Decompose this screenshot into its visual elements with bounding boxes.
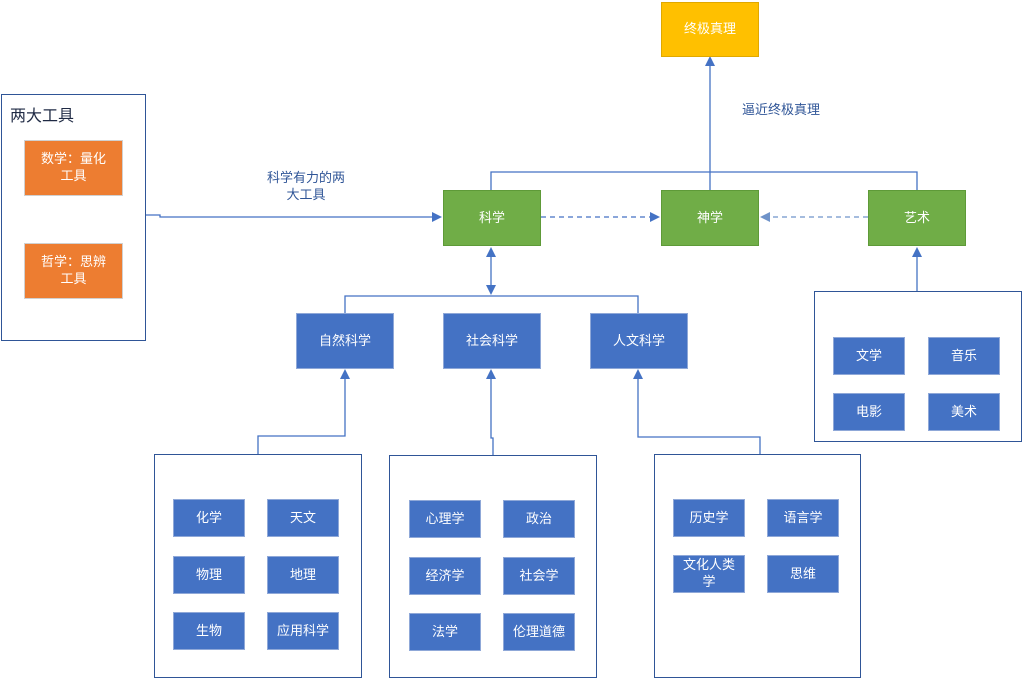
natural-item[interactable]: 物理 [173, 556, 245, 594]
connector-branches [344, 295, 639, 313]
tools-edge-label: 科学有力的两大工具 [266, 171, 345, 203]
natural-item[interactable]: 地理 [267, 556, 339, 594]
natural-item[interactable]: 生物 [173, 612, 245, 650]
natural-science-box[interactable]: 自然科学 [296, 313, 394, 369]
art-box[interactable]: 艺术 [868, 190, 966, 246]
social-item[interactable]: 伦理道德 [503, 613, 575, 651]
humanities-item[interactable]: 文化人类学 [673, 555, 745, 593]
connector-pillars-to-truth [490, 171, 918, 190]
arrow-socialgroup-to-social [486, 369, 496, 455]
social-item[interactable]: 社会学 [503, 557, 575, 595]
tools-title: 两大工具 [10, 106, 75, 125]
science-box[interactable]: 科学 [443, 190, 541, 246]
math-tool-box[interactable]: 数学：量化工具 [24, 140, 123, 196]
social-item[interactable]: 政治 [503, 500, 575, 538]
natural-item[interactable]: 天文 [267, 499, 339, 537]
art-item[interactable]: 电影 [833, 393, 905, 431]
humanities-box[interactable]: 人文科学 [590, 313, 688, 369]
art-item[interactable]: 音乐 [928, 337, 1000, 375]
arrow-naturalgroup-to-natural [257, 369, 350, 454]
approach-truth-label: 逼近终极真理 [741, 103, 820, 118]
natural-item[interactable]: 化学 [173, 499, 245, 537]
arrow-humangroup-to-humanities [633, 369, 761, 454]
social-item[interactable]: 法学 [409, 613, 481, 651]
natural-item[interactable]: 应用科学 [267, 612, 339, 650]
social-science-box[interactable]: 社会科学 [443, 313, 541, 369]
theology-box[interactable]: 神学 [661, 190, 759, 246]
social-item[interactable]: 经济学 [409, 557, 481, 595]
arrow-tools-to-science [146, 212, 442, 222]
philosophy-tool-box[interactable]: 哲学：思辨工具 [24, 243, 123, 299]
tools-frame: 两大工具 [1, 94, 146, 341]
humanities-item[interactable]: 历史学 [673, 499, 745, 537]
humanities-item[interactable]: 思维 [767, 555, 839, 593]
ultimate-truth-box[interactable]: 终极真理 [661, 2, 759, 57]
humanities-item[interactable]: 语言学 [767, 499, 839, 537]
social-item[interactable]: 心理学 [409, 500, 481, 538]
art-item[interactable]: 美术 [928, 393, 1000, 431]
art-item[interactable]: 文学 [833, 337, 905, 375]
